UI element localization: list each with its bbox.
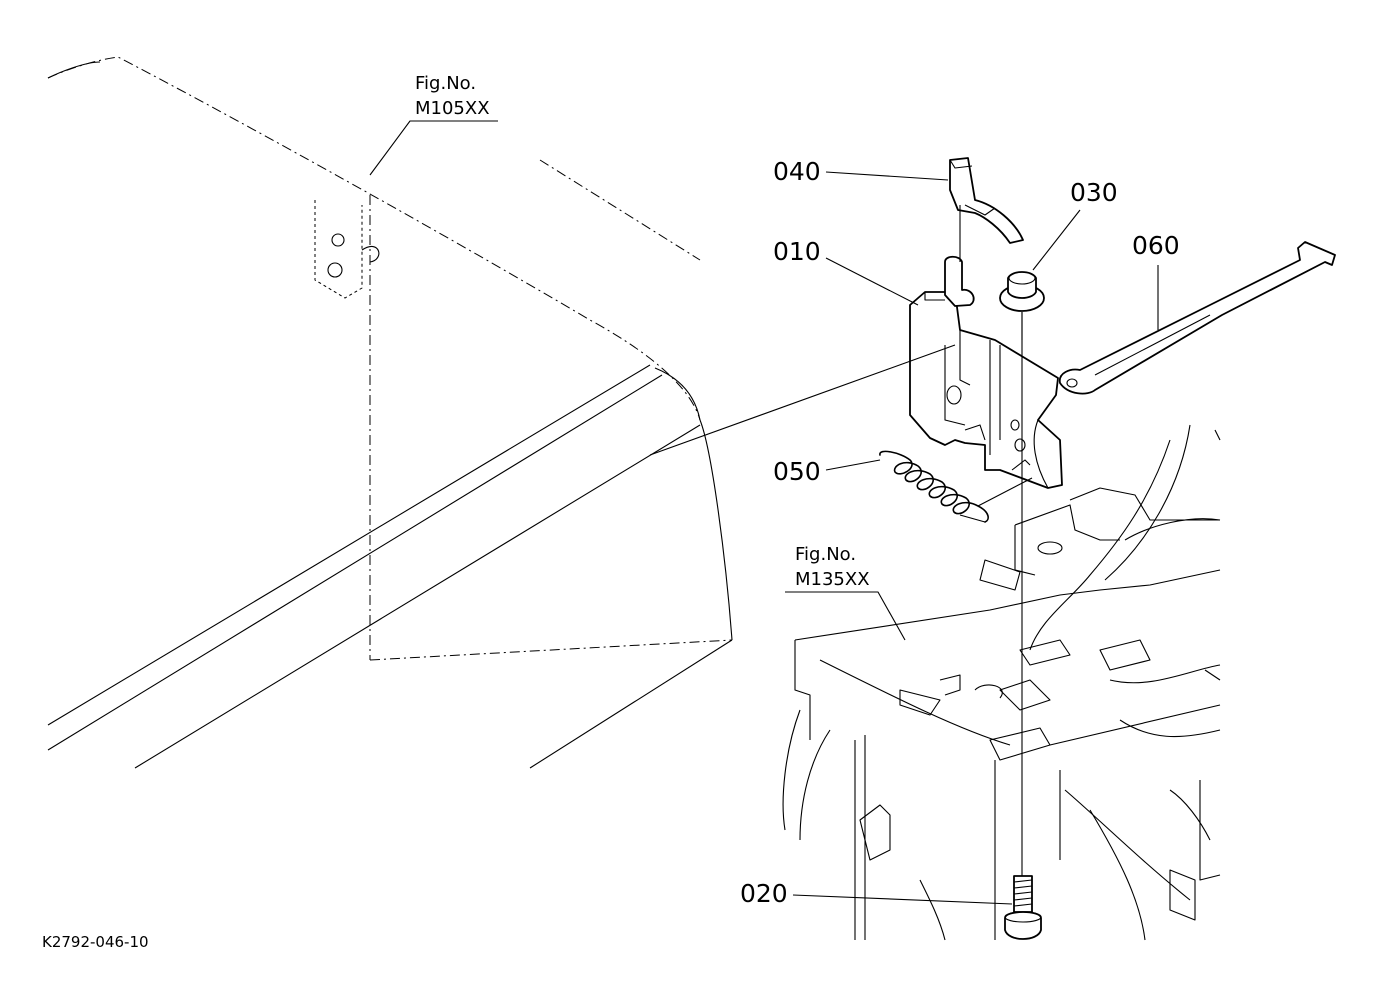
latch-part-040 (949, 157, 1024, 262)
fig-ref-number: M105XX (415, 98, 490, 119)
callout-040: 040 (773, 157, 949, 186)
center-line (649, 344, 956, 456)
fig-ref-number: M135XX (795, 569, 870, 590)
seat-cover-outline (47, 56, 733, 769)
part-number-label: 030 (1070, 178, 1118, 207)
fig-ref-label: Fig.No. (795, 544, 856, 565)
drawing-code: K2792-046-10 (42, 933, 149, 951)
part-number-label: 040 (773, 157, 821, 186)
part-number-label: 060 (1132, 231, 1180, 260)
part-number-label: 010 (773, 237, 821, 266)
rod-part-060 (1058, 241, 1336, 395)
spring-part-050 (879, 450, 1033, 523)
callout-050: 050 (773, 457, 881, 486)
frame-outline (782, 424, 1221, 941)
leader-m135 (785, 591, 906, 641)
leader-m105 (369, 120, 498, 176)
callout-060: 060 (1132, 231, 1180, 330)
fig-ref-label: Fig.No. (415, 73, 476, 94)
callout-020: 020 (740, 879, 1013, 908)
callout-010: 010 (773, 237, 919, 306)
part-number-label: 020 (740, 879, 788, 908)
bolt-part-020 (1004, 875, 1042, 940)
part-number-label: 050 (773, 457, 821, 486)
callout-030: 030 (1032, 178, 1118, 271)
bracket-part-010 (909, 255, 1063, 489)
